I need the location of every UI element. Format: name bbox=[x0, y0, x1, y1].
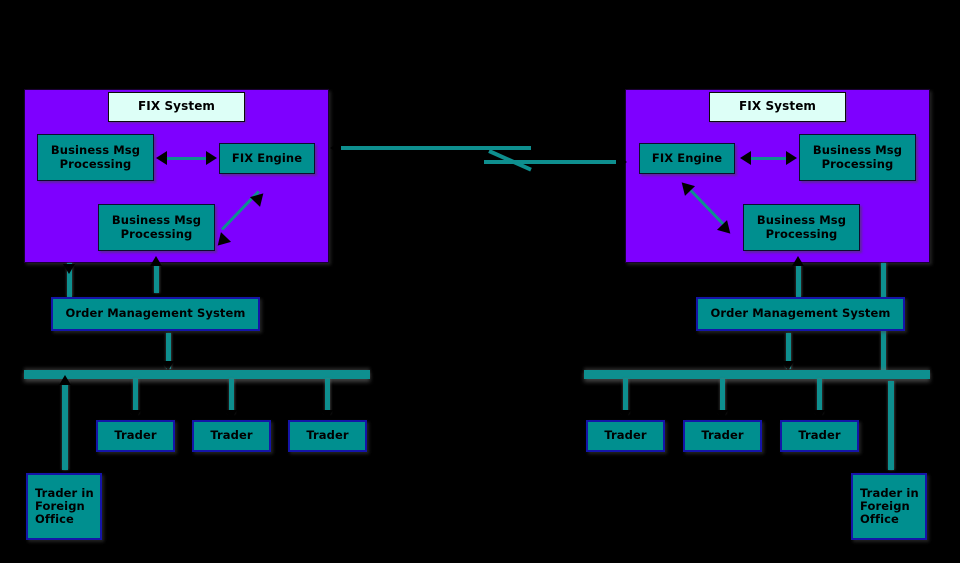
left-oms-to-bus-line bbox=[166, 333, 171, 369]
left-business-msg-processing-bottom: Business Msg Processing bbox=[98, 204, 215, 251]
left-trader-in-foreign-office: Trader in Foreign Office bbox=[26, 473, 102, 540]
left-bmp-top-line2: Processing bbox=[59, 156, 132, 171]
right-oms-to-fix-line-a bbox=[796, 263, 801, 297]
left-bmp-to-engine-arrow-left bbox=[156, 151, 167, 165]
right-foreign-office-line3: Office bbox=[860, 512, 899, 527]
right-bus-to-trader-arrow-1 bbox=[619, 410, 631, 420]
inter-system-link-upper-segment bbox=[341, 146, 531, 150]
right-order-management-system: Order Management System bbox=[696, 297, 905, 331]
inter-system-arrow-to-right-engine bbox=[616, 155, 627, 169]
left-bus-to-trader-arrow-1 bbox=[129, 410, 141, 420]
left-order-management-system: Order Management System bbox=[51, 297, 260, 331]
right-bmp-bottom-line2: Processing bbox=[765, 226, 838, 241]
right-business-msg-processing-bottom: Business Msg Processing bbox=[743, 204, 860, 251]
left-bmp-bottom-line2: Processing bbox=[120, 226, 193, 241]
inter-system-link-lower-segment bbox=[484, 160, 621, 164]
inter-system-arrow-to-left-engine bbox=[330, 141, 341, 155]
right-engine-to-bmp-arrow-right bbox=[786, 151, 797, 165]
right-fix-engine: FIX Engine bbox=[639, 143, 735, 174]
right-oms-to-bus-arrow bbox=[782, 361, 794, 371]
left-bmp-top-line1: Business Msg bbox=[50, 143, 141, 158]
right-trader-2: Trader bbox=[683, 420, 762, 452]
left-trader-2: Trader bbox=[192, 420, 271, 452]
left-oms-to-fix-line-a bbox=[67, 263, 72, 297]
left-foreign-office-line2: Foreign bbox=[35, 498, 85, 513]
left-bus-to-trader-line-2 bbox=[229, 379, 234, 414]
right-foreign-office-line1: Trader in bbox=[860, 485, 919, 500]
left-bus-to-trader-line-1 bbox=[133, 379, 138, 414]
left-oms-to-bus-arrow bbox=[162, 361, 174, 371]
right-bmp-top-line2: Processing bbox=[821, 156, 894, 171]
right-bmp-bottom-line1: Business Msg bbox=[756, 213, 847, 228]
right-bus-to-trader-arrow-3 bbox=[813, 410, 825, 420]
left-bmp-bottom-line1: Business Msg bbox=[111, 213, 202, 228]
right-oms-to-bus-line bbox=[786, 333, 791, 369]
left-business-msg-processing-top: Business Msg Processing bbox=[37, 134, 154, 181]
right-engine-to-bmp-arrow-left bbox=[740, 151, 751, 165]
right-bus-to-trader-line-1 bbox=[623, 379, 628, 414]
left-fix-engine: FIX Engine bbox=[219, 143, 315, 174]
left-trader-3: Trader bbox=[288, 420, 367, 452]
left-foreign-office-line1: Trader in bbox=[35, 485, 94, 500]
right-oms-to-fix-arrow-a bbox=[792, 256, 804, 266]
right-bus-to-trader-line-2 bbox=[720, 379, 725, 414]
right-business-msg-processing-top: Business Msg Processing bbox=[799, 134, 916, 181]
left-foreign-office-line3: Office bbox=[35, 512, 74, 527]
left-bus-to-trader-arrow-2 bbox=[225, 410, 237, 420]
right-engine-to-bmp-line bbox=[750, 157, 790, 160]
right-bus-to-trader-arrow-2 bbox=[716, 410, 728, 420]
right-fix-system-title: FIX System bbox=[709, 92, 846, 122]
left-fix-system-title: FIX System bbox=[108, 92, 245, 122]
right-bus-to-trader-line-3 bbox=[817, 379, 822, 414]
left-oms-to-fix-arrow-a bbox=[63, 264, 75, 274]
left-bus-to-trader-arrow-3 bbox=[321, 410, 333, 420]
left-bmp-to-engine-arrow-right bbox=[206, 151, 217, 165]
left-trader-1: Trader bbox=[96, 420, 175, 452]
left-oms-to-fix-arrow-b bbox=[150, 256, 162, 266]
right-foreign-trader-line bbox=[888, 381, 894, 470]
left-foreign-trader-line bbox=[62, 381, 68, 470]
left-oms-to-fix-line-b bbox=[154, 263, 159, 293]
right-foreign-office-line2: Foreign bbox=[860, 498, 910, 513]
left-bus-to-trader-line-3 bbox=[325, 379, 330, 414]
left-network-bus bbox=[24, 370, 370, 379]
left-bmp-to-engine-line bbox=[163, 157, 210, 160]
right-trader-3: Trader bbox=[780, 420, 859, 452]
right-trader-1: Trader bbox=[586, 420, 665, 452]
right-trader-in-foreign-office: Trader in Foreign Office bbox=[851, 473, 927, 540]
right-network-bus bbox=[584, 370, 930, 379]
left-foreign-trader-arrow bbox=[59, 375, 71, 385]
right-bmp-top-line1: Business Msg bbox=[812, 143, 903, 158]
